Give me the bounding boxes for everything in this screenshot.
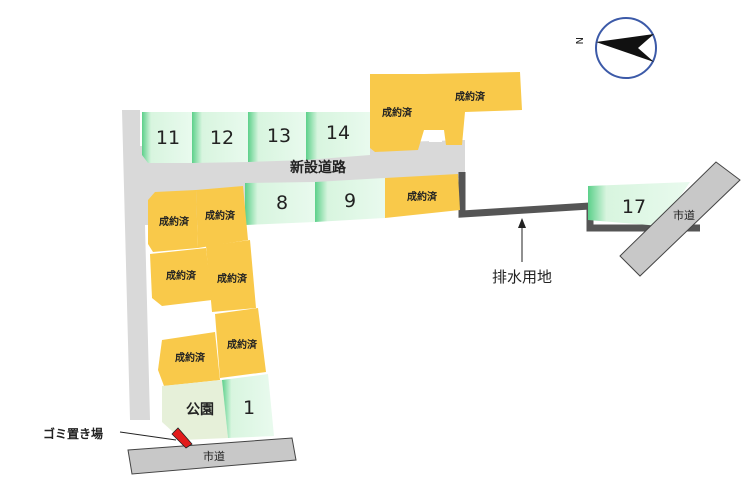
sold-lot-c[interactable]: [150, 248, 212, 306]
sold-lot-a[interactable]: [148, 190, 198, 252]
lot-12[interactable]: [192, 112, 248, 163]
sold-label-top-left: 成約済: [382, 106, 413, 119]
sold-label-b: 成約済: [205, 209, 236, 222]
sold-lot-d[interactable]: [206, 240, 256, 312]
sold-label-c: 成約済: [166, 269, 197, 282]
city-road-south-label: 市道: [203, 449, 225, 463]
new-road-label: 新設道路: [290, 159, 347, 176]
park: [162, 380, 228, 440]
notch: [429, 130, 442, 142]
sold-lot-f[interactable]: [215, 308, 266, 378]
lot-11[interactable]: [142, 112, 192, 163]
lot-14[interactable]: [306, 112, 370, 160]
lot-8[interactable]: [245, 182, 315, 225]
sold-label-f: 成約済: [227, 338, 258, 351]
lot-12-number: 12: [210, 127, 234, 149]
lot-17-number: 17: [622, 196, 646, 218]
sold-label-e: 成約済: [175, 351, 206, 364]
lot-11-number: 11: [156, 127, 180, 149]
park-label: 公園: [186, 402, 214, 418]
garbage-area-label: ゴミ置き場: [43, 426, 103, 441]
sold-lot-e[interactable]: [158, 332, 220, 386]
sold-label-a: 成約済: [159, 215, 190, 228]
garbage-callout-line: [119, 431, 177, 441]
lot-9-number: 9: [344, 190, 356, 212]
lot-1-number: 1: [243, 397, 255, 419]
garbage-marker: [171, 427, 193, 449]
sold-lot-b[interactable]: [196, 186, 248, 248]
drainage-land-label: 排水用地: [492, 268, 552, 286]
sold-label-top-right: 成約済: [455, 90, 486, 103]
lot-13[interactable]: [248, 112, 306, 162]
lot-8-number: 8: [276, 192, 288, 214]
city-road-east: [619, 161, 741, 277]
sold-lot-top-right[interactable]: [424, 72, 522, 145]
city-road-east-label: 市道: [673, 208, 695, 222]
sold-label-d: 成約済: [217, 272, 248, 285]
lot-13-number: 13: [267, 125, 291, 147]
compass-north-label: N: [573, 37, 584, 44]
sold-lot-top-left[interactable]: [370, 74, 424, 152]
sold-lot-right-of-9[interactable]: [385, 174, 460, 218]
sold-label-right-of-9: 成約済: [407, 190, 438, 203]
compass-needle-icon: [596, 34, 654, 62]
lot-1[interactable]: [222, 374, 274, 438]
lot-14-number: 14: [326, 122, 350, 144]
city-road-south: [127, 437, 297, 475]
compass: N: [573, 17, 657, 79]
lot-9[interactable]: [315, 178, 385, 222]
drainage-arrowhead: [518, 218, 526, 228]
